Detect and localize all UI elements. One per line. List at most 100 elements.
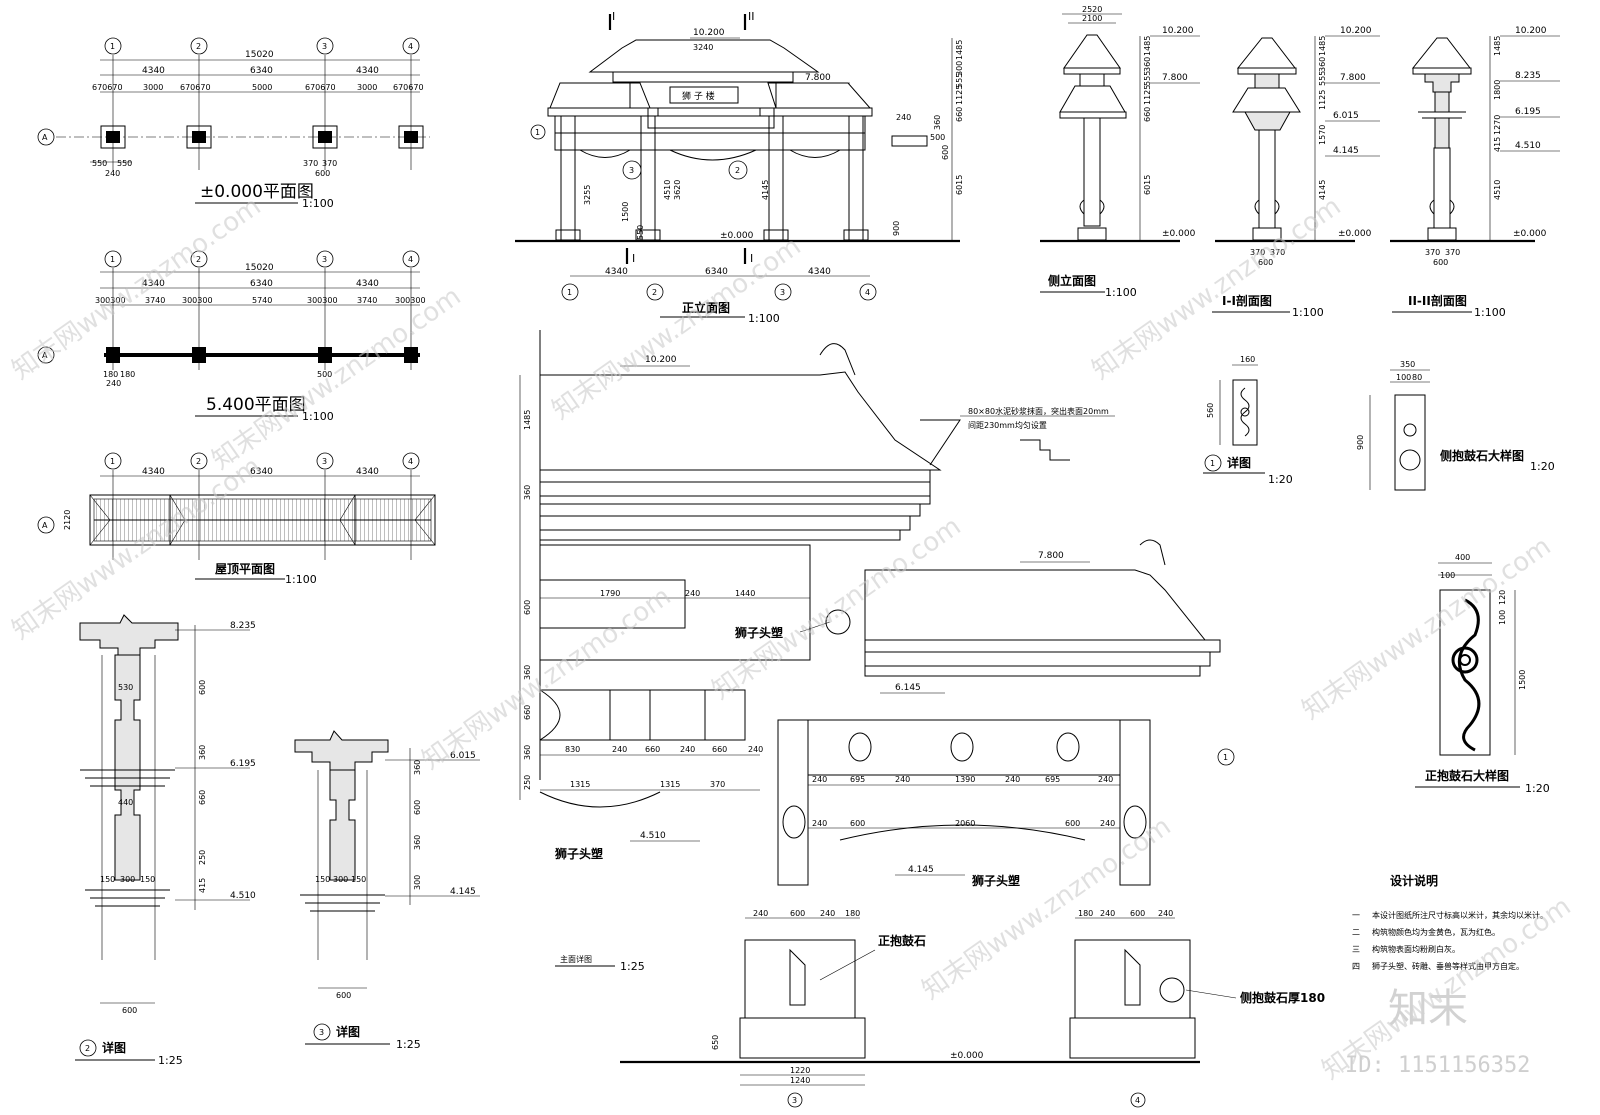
dim: 4145 (1318, 180, 1327, 200)
dim: 180 (120, 370, 135, 379)
level-4145: 4.145 (450, 887, 476, 897)
watermark: 知末网www.znzmo.com (7, 451, 267, 645)
detail-3: 6.015 4.145 360 600 360 300 150 300 150 … (294, 730, 480, 1051)
plan-5400-title: 5.400平面图 (206, 395, 306, 415)
dim-sub: 5740 (252, 296, 272, 305)
level-10200: 10.200 (645, 355, 677, 365)
roof-plan-scale: 1:100 (285, 573, 317, 586)
detail-3-title: 详图 (336, 1024, 360, 1039)
dim: 370 (1425, 248, 1440, 257)
dim: 1500 (1518, 670, 1527, 690)
note-text: 狮子头塑、砖雕、垂兽等样式由甲方自定。 (1372, 961, 1524, 971)
dim-bay: 4340 (142, 467, 165, 477)
dim-bay: 4340 (356, 66, 379, 76)
axis-a: A (42, 133, 48, 142)
dim: 240 (896, 113, 911, 122)
axis-2: 2 (196, 255, 201, 264)
watermark: 知末网www.znzmo.com (207, 281, 467, 475)
section-2-title: II-II剖面图 (1408, 293, 1467, 308)
level-0: ±0.000 (720, 231, 754, 241)
callout-1: 1 (535, 128, 540, 137)
dim: 830 (565, 745, 580, 754)
pier-plan (100, 125, 424, 149)
dim: 550 (117, 159, 132, 168)
note-num: 四 (1352, 962, 1360, 971)
dim: 660 (1143, 107, 1152, 122)
front-drum-detail: 400 100 100 120 1500 正抱鼓石大样图 1:20 (1415, 553, 1550, 795)
dim: 240 (612, 745, 627, 754)
detail-1-title: 详图 (1227, 455, 1251, 470)
dim: 600 (336, 991, 351, 1000)
dim: 1485 (1493, 36, 1502, 56)
dim: 555 (1143, 71, 1152, 86)
dim: 560 (1206, 403, 1215, 418)
dim: 600 (1130, 909, 1145, 918)
dim: 180 (845, 909, 860, 918)
dim: 240 (1098, 775, 1113, 784)
level-6195: 6.195 (1515, 107, 1541, 117)
dim: 4510 (1493, 180, 1502, 200)
signboard-text: 狮 子 楼 (682, 90, 715, 102)
dim: 2100 (1082, 14, 1102, 23)
level-7800: 7.800 (1038, 551, 1064, 561)
axis-2: 2 (652, 288, 657, 297)
brand-logo: 知末 (1388, 986, 1468, 1032)
dim-sub: 300300 (395, 296, 426, 305)
axis-1: 1 (110, 457, 115, 466)
cut-mark: I (750, 252, 753, 265)
axis-4: 4 (865, 288, 870, 297)
callout-1: 1 (1223, 753, 1228, 762)
roof-outline (89, 494, 436, 546)
dim: 360 (523, 745, 532, 760)
section-2-scale: 1:100 (1474, 306, 1506, 319)
dim: 240 (680, 745, 695, 754)
level-7800: 7.800 (1162, 73, 1188, 83)
dim: 300 (120, 875, 135, 884)
dim: 2060 (955, 819, 975, 828)
note-spacing: 间距230mm均匀设置 (968, 420, 1047, 430)
cut-mark: I (632, 252, 635, 265)
dim: 600 (198, 680, 207, 695)
level-6015: 6.015 (450, 751, 476, 761)
axis-1: 1 (110, 42, 115, 51)
design-notes: 设计说明 一 本设计图纸所注尺寸标高以米计，其余均以米计。 二 构筑物颜色均为金… (1352, 873, 1548, 971)
cut-mark: I (612, 10, 615, 23)
dim: 1390 (955, 775, 975, 784)
axis-3: 3 (322, 255, 327, 264)
dim: 900 (1356, 435, 1365, 450)
dim: 440 (118, 798, 133, 807)
detail-2-scale: 1:25 (158, 1054, 183, 1067)
watermark: 知末网www.znzmo.com (1297, 531, 1557, 725)
dim: 240 (820, 909, 835, 918)
dim: 240 (748, 745, 763, 754)
dim: 180 (1078, 909, 1093, 918)
dim: 500 (317, 370, 332, 379)
callout-2: 2 (735, 166, 740, 175)
watermark: 知末网www.znzmo.com (707, 511, 967, 705)
detail-2: 8.235 6.195 4.510 600 360 660 250 415 15… (75, 614, 256, 1067)
dim: 1270 (1493, 115, 1502, 135)
dim-sub: 670670 (393, 83, 424, 92)
dim: 660 (645, 745, 660, 754)
dim: 150 (100, 875, 115, 884)
level-10200: 10.200 (1162, 26, 1194, 36)
plan-0000: 1 2 3 4 15020 4340 6340 4340 670670 3000… (37, 37, 430, 210)
side-drum-title: 侧抱鼓石大样图 (1440, 448, 1524, 463)
dim-sub: 300300 (307, 296, 338, 305)
dim: 1125 (955, 85, 964, 105)
level-4145: 4.145 (1333, 146, 1359, 156)
dim: 4145 (761, 180, 770, 200)
side-drum-detail: 350 100 80 900 侧抱鼓石大样图 1:20 (1356, 360, 1555, 491)
detail-1: 160 560 1 详图 1:20 (1203, 355, 1293, 486)
main-detail: 10.200 80×80水泥砂浆抹面，突出表面20mm 间距230mm均匀设置 … (519, 330, 1325, 1108)
dim: 530 (118, 683, 133, 692)
note-num: 三 (1352, 945, 1360, 954)
dim-bay: 4340 (356, 279, 379, 289)
level-4510: 4.510 (640, 831, 666, 841)
dim: 660 (523, 705, 532, 720)
plan-0000-scale: 1:100 (302, 197, 334, 210)
dim: 695 (1045, 775, 1060, 784)
detail-3-number: 3 (319, 1028, 324, 1037)
front-elevation-title: 正立面图 (682, 300, 730, 315)
